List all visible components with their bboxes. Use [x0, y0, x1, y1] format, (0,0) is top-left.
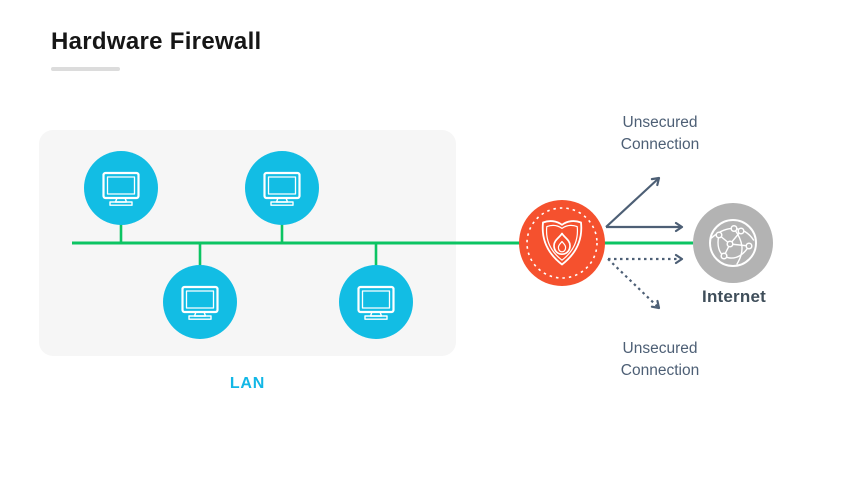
- unsecured-arrow-up: [605, 176, 661, 228]
- computer-node-3: [163, 265, 237, 339]
- internet-label: Internet: [702, 287, 766, 306]
- unsecured-line2: Connection: [620, 135, 700, 153]
- unsecured-line1: Unsecured: [622, 114, 698, 131]
- unsecured-line1: Unsecured: [622, 340, 698, 357]
- computer-node-1: [84, 151, 158, 225]
- unsecured-connection-label-bottom: Unsecured Connection: [580, 338, 740, 381]
- globe-network-icon: [709, 219, 757, 267]
- lan-label: LAN: [229, 375, 266, 392]
- unsecured-line2: Connection: [620, 361, 700, 379]
- connection-arrows: [605, 176, 684, 310]
- dashed-ring: [526, 207, 598, 279]
- title-underline: [51, 67, 120, 71]
- firewall-node: [519, 200, 605, 286]
- computer-node-4: [339, 265, 413, 339]
- shield-flame-icon: [541, 220, 583, 266]
- unsecured-connection-label-top: Unsecured Connection: [580, 112, 740, 155]
- internet-node: [693, 203, 773, 283]
- unsecured-arrow-down: [607, 258, 661, 310]
- computer-node-2: [245, 151, 319, 225]
- page-title: Hardware Firewall: [51, 28, 262, 55]
